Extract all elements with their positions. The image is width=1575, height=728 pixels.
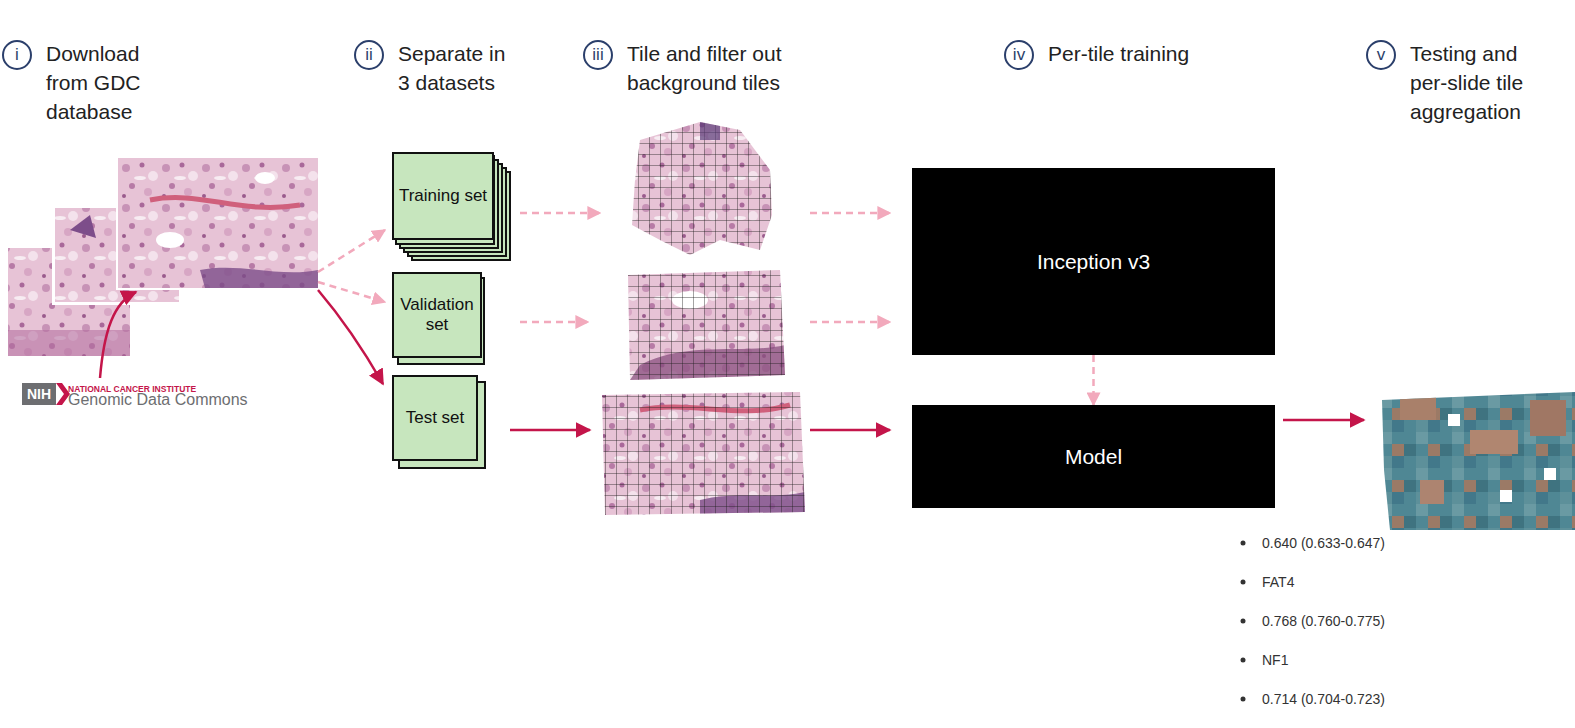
arrow [810, 212, 890, 215]
box-label: Inception v3 [1033, 249, 1154, 274]
process-box: Model [912, 405, 1275, 508]
heatmap-cells [1380, 390, 1575, 532]
tile-tissue [620, 265, 790, 385]
step-header: i Download from GDC database [2, 40, 158, 126]
heatmap-cell [1400, 396, 1436, 420]
arrow [100, 292, 136, 378]
slide-image [118, 158, 318, 288]
process-box: Training set [392, 152, 494, 240]
step-title: Tile and filter out background tiles [627, 39, 819, 97]
step-title: Per-tile training [1048, 39, 1238, 68]
step-header: v Testing and per-slide tile aggregation [1366, 40, 1560, 126]
process-box: Validation set [392, 272, 482, 358]
process-box: Inception v3 [912, 168, 1275, 355]
slide-frame [116, 156, 320, 290]
heatmap-gap [1500, 490, 1512, 502]
result-text: 0.768 (0.760-0.775) [1262, 612, 1385, 630]
box-label: Test set [402, 408, 469, 428]
step-header: iv Per-tile training [1004, 40, 1238, 70]
process-box: Test set [392, 375, 478, 461]
result-text: 0.714 (0.704-0.723) [1262, 690, 1385, 708]
step-number: i [2, 40, 32, 70]
arrow [510, 429, 590, 432]
tile-grid [620, 265, 790, 385]
logo-text: Genomic Data Commons [68, 391, 248, 409]
slide-images [8, 156, 320, 356]
heatmap [1380, 390, 1575, 532]
heatmap-gap [1544, 468, 1556, 480]
bullet [1241, 697, 1246, 702]
slide-hole [255, 172, 275, 184]
slide-stain [200, 268, 318, 288]
tile-grid [598, 388, 810, 518]
slide-hole [156, 232, 184, 248]
box-label: Model [1061, 444, 1126, 469]
box-label: Training set [395, 186, 491, 206]
bullet [1241, 658, 1246, 663]
arrow [318, 290, 383, 384]
logo-text: NIH [22, 383, 56, 405]
step-title: Separate in 3 datasets [398, 39, 520, 97]
result-text: 0.640 (0.633-0.647) [1262, 534, 1385, 552]
logo-chevron [56, 383, 70, 405]
box-label: Validation set [394, 295, 480, 336]
tiled-slide [598, 388, 810, 518]
tile-tissue [598, 388, 810, 518]
bullet [1241, 541, 1246, 546]
step-number: iii [583, 40, 613, 70]
bullet [1241, 619, 1246, 624]
heatmap-cell [1470, 430, 1518, 454]
tile-grid [625, 115, 780, 260]
arrow [318, 282, 385, 302]
heatmap-gap [1448, 414, 1460, 426]
tiled-slide [620, 265, 790, 385]
result-text: NF1 [1262, 651, 1288, 669]
arrow [520, 212, 600, 215]
dashed-arrow [1092, 355, 1095, 405]
slide-stain [70, 215, 96, 238]
step-number: v [1366, 40, 1396, 70]
slide-stain [8, 330, 130, 356]
arrow [318, 230, 385, 272]
tile-stain [700, 122, 720, 140]
arrow [810, 321, 890, 324]
result-text: FAT4 [1262, 573, 1294, 591]
slide-vessel [150, 198, 300, 208]
heatmap-cell [1530, 400, 1566, 436]
step-title: Download from GDC database [46, 39, 158, 126]
bullet [1241, 580, 1246, 585]
tile-tissue [625, 115, 780, 260]
step-header: ii Separate in 3 datasets [354, 40, 520, 97]
heatmap-cell [1420, 480, 1444, 504]
step-number: ii [354, 40, 384, 70]
step-title: Testing and per-slide tile aggregation [1410, 39, 1560, 126]
arrow [1283, 419, 1364, 422]
arrow [810, 429, 890, 432]
arrow [520, 321, 588, 324]
tiled-slide [625, 115, 780, 260]
step-header: iii Tile and filter out background tiles [583, 40, 819, 97]
step-number: iv [1004, 40, 1034, 70]
